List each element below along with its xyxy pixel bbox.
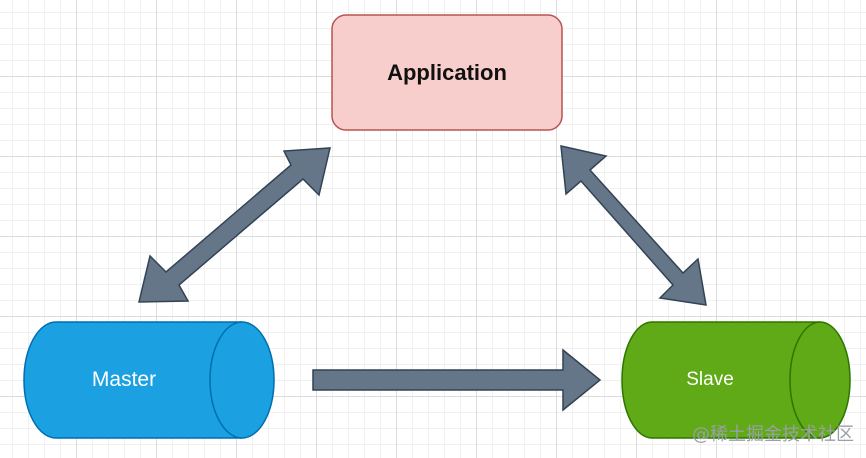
arrow-master-slave: [312, 348, 602, 412]
arrow-application-slave: [560, 145, 707, 306]
application-node[interactable]: [331, 14, 563, 131]
arrow-application-master: [138, 147, 331, 303]
master-node[interactable]: [23, 321, 275, 439]
slave-node[interactable]: [621, 321, 851, 439]
watermark-text: @稀土掘金技术社区: [692, 424, 854, 445]
